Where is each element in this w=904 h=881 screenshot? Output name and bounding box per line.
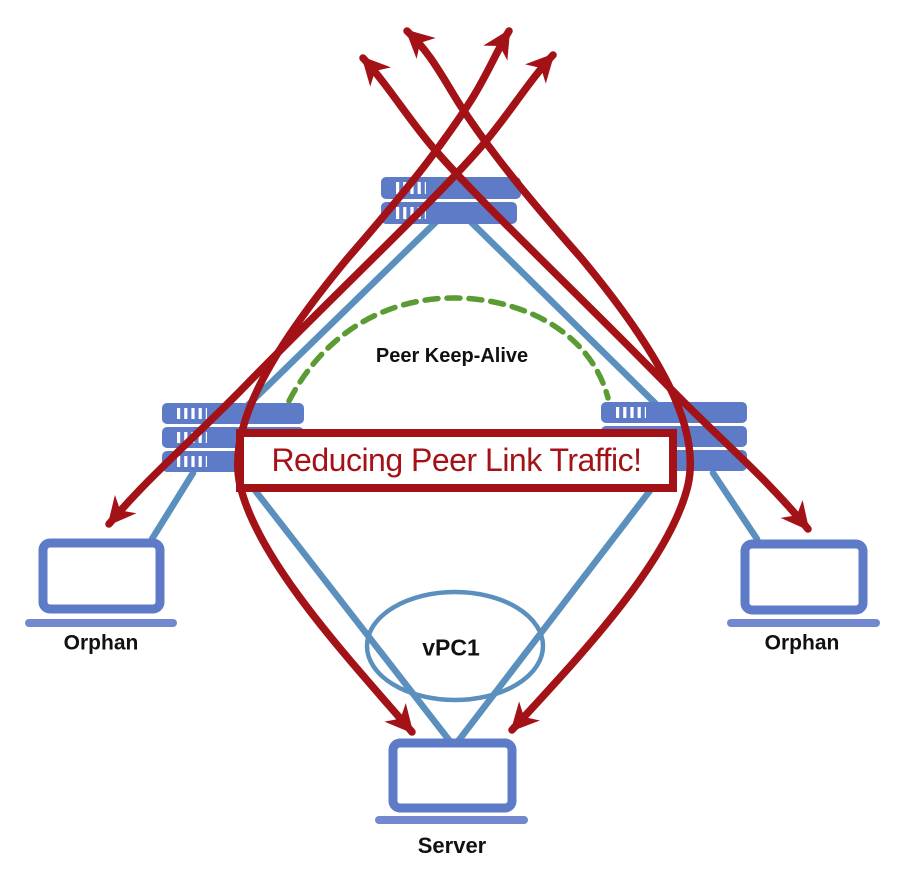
orphan-left-laptop-icon xyxy=(25,538,177,627)
orphan-right-base xyxy=(727,619,880,627)
link-right-switch-to-orphan xyxy=(709,469,761,543)
orphan-right-laptop-icon xyxy=(727,539,880,627)
orphan-left-base xyxy=(25,619,177,627)
orphan-left-label: Orphan xyxy=(63,631,139,655)
left-switch-unit-1 xyxy=(162,403,304,424)
traffic-arrow-orphan-right-flow xyxy=(359,54,812,533)
reducing-peer-link-traffic-banner: Reducing Peer Link Traffic! xyxy=(236,429,677,492)
link-left-switch-to-orphan xyxy=(148,469,197,543)
server-base xyxy=(375,816,528,824)
orphan-left-screen xyxy=(38,538,165,614)
peer-keep-alive-label: Peer Keep-Alive xyxy=(375,345,529,367)
traffic-flows xyxy=(105,27,812,736)
link-right-switch-to-server xyxy=(455,467,669,744)
link-core-to-left-switch xyxy=(242,216,442,411)
link-left-switch-to-server xyxy=(236,467,453,744)
orphan-right-label: Orphan xyxy=(764,631,840,655)
vpc1-label: vPC1 xyxy=(422,634,480,661)
server-laptop-icon xyxy=(375,738,528,824)
orphan-right-screen xyxy=(740,539,868,615)
banner-text: Reducing Peer Link Traffic! xyxy=(271,442,642,478)
server-label: Server xyxy=(417,833,487,858)
link-core-to-right-switch xyxy=(465,216,663,411)
server-screen xyxy=(388,738,517,813)
